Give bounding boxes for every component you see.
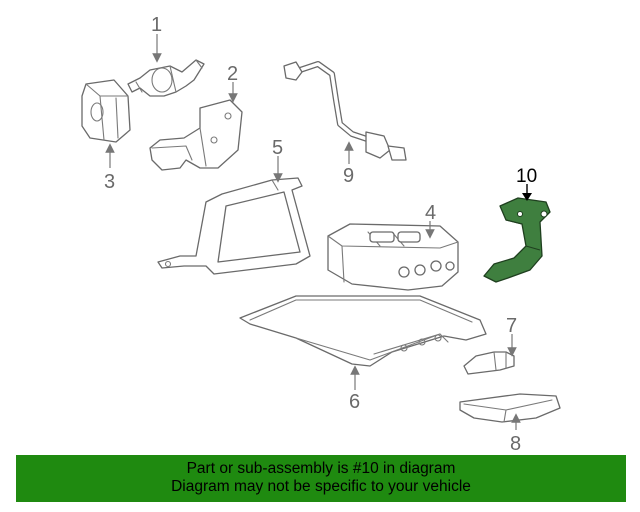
callout-7: 7 <box>506 315 517 337</box>
info-banner: Part or sub-assembly is #10 in diagram D… <box>16 455 626 502</box>
callout-6: 6 <box>349 391 360 413</box>
part-6-tray[interactable] <box>239 295 487 367</box>
callout-10: 10 <box>516 166 537 187</box>
callout-9: 9 <box>343 165 354 187</box>
callout-2: 2 <box>227 63 238 85</box>
part-5-frame[interactable] <box>157 177 311 275</box>
part-10-bracket[interactable] <box>483 197 551 283</box>
callout-1: 1 <box>151 14 162 36</box>
part-9-hose[interactable] <box>283 61 407 161</box>
callout-4: 4 <box>425 202 436 224</box>
banner-line-2: Diagram may not be specific to your vehi… <box>171 478 471 495</box>
callout-3: 3 <box>104 171 115 193</box>
part-7-clip[interactable] <box>463 351 515 375</box>
callout-5: 5 <box>272 137 283 159</box>
part-2-bracket[interactable] <box>149 99 243 171</box>
part-8-bumper[interactable] <box>459 393 561 423</box>
part-1-valve[interactable] <box>127 59 205 97</box>
part-3-sensor[interactable] <box>81 79 131 143</box>
banner-line-1: Part or sub-assembly is #10 in diagram <box>186 460 456 477</box>
parts-diagram: 1 2 3 4 5 6 7 8 9 10 <box>81 14 561 455</box>
part-4-canister[interactable] <box>327 223 459 291</box>
callout-8: 8 <box>510 433 521 455</box>
callout-leaders <box>105 34 532 430</box>
callout-labels: 1 2 3 4 5 6 7 8 9 10 <box>104 14 537 455</box>
